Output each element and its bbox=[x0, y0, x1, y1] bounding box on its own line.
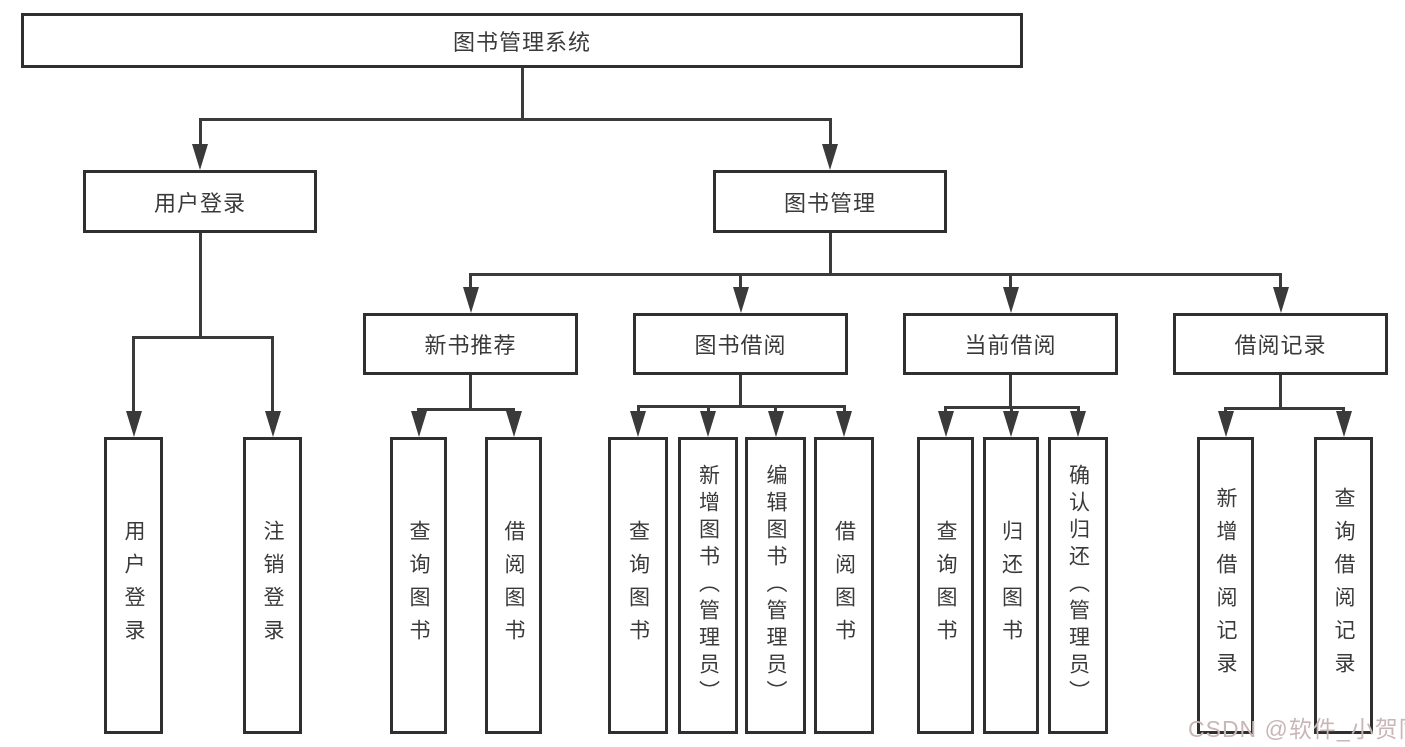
node-br-add: 新增借阅记录 bbox=[1197, 437, 1254, 734]
node-bb-borrow: 借阅图书 bbox=[814, 437, 874, 734]
node-borrow-records: 借阅记录 bbox=[1173, 313, 1388, 375]
node-label-nb-borrow: 借阅图书 bbox=[502, 519, 525, 652]
node-label-current-borrow: 当前借阅 bbox=[964, 333, 1057, 358]
node-label-bb-borrow: 借阅图书 bbox=[832, 519, 856, 652]
arrowhead-icon-br-query bbox=[1335, 411, 1352, 437]
node-label-leaf-user-login: 用户登录 bbox=[122, 519, 145, 652]
connector-drop-new-book-rec bbox=[469, 273, 472, 295]
node-label-br-add: 新增借阅记录 bbox=[1214, 486, 1237, 685]
node-cb-query: 查询图书 bbox=[917, 437, 974, 734]
connector-bar-new-book-rec bbox=[417, 408, 515, 411]
node-label-bb-edit: 编辑图书（管理员） bbox=[764, 464, 787, 707]
node-nb-borrow: 借阅图书 bbox=[485, 437, 542, 734]
arrowhead-icon-bb-borrow bbox=[836, 411, 852, 437]
connector-bar-borrow-records bbox=[1224, 407, 1345, 410]
node-label-leaf-logout: 注销登录 bbox=[261, 519, 284, 652]
node-book-mgmt: 图书管理 bbox=[713, 170, 947, 233]
arrowhead-icon-borrow-records bbox=[1272, 287, 1289, 313]
connector-trunk-user-login bbox=[198, 233, 202, 339]
node-leaf-user-login: 用户登录 bbox=[104, 437, 163, 734]
node-label-cb-query: 查询图书 bbox=[934, 519, 957, 652]
node-label-borrow-records: 借阅记录 bbox=[1234, 333, 1327, 358]
node-label-nb-query: 查询图书 bbox=[407, 519, 430, 652]
connector-drop-book-mgmt bbox=[828, 118, 832, 152]
node-new-book-rec: 新书推荐 bbox=[363, 313, 578, 375]
node-label-br-query: 查询借阅记录 bbox=[1332, 486, 1355, 685]
connector-bar-book-borrow bbox=[636, 405, 846, 408]
connector-drop-leaf-user-login bbox=[132, 336, 135, 419]
connector-drop-leaf-logout bbox=[271, 336, 274, 419]
connector-bar-root bbox=[198, 118, 832, 121]
node-book-borrow: 图书借阅 bbox=[633, 313, 848, 375]
node-root: 图书管理系统 bbox=[21, 13, 1023, 68]
connector-trunk-current-borrow bbox=[1009, 375, 1012, 409]
node-nb-query: 查询图书 bbox=[390, 437, 447, 734]
connector-trunk-new-book-rec bbox=[469, 375, 472, 411]
arrowhead-icon-leaf-logout bbox=[264, 411, 281, 437]
node-label-book-mgmt: 图书管理 bbox=[783, 190, 876, 216]
connector-bar-user-login bbox=[132, 336, 274, 339]
node-user-login: 用户登录 bbox=[83, 170, 317, 233]
node-label-bb-query: 查询图书 bbox=[626, 519, 650, 652]
arrowhead-icon-book-borrow bbox=[732, 287, 749, 313]
connector-drop-book-borrow bbox=[739, 273, 742, 295]
arrowhead-icon-bb-edit bbox=[767, 411, 784, 437]
connector-drop-borrow-records bbox=[1279, 273, 1282, 295]
node-label-user-login: 用户登录 bbox=[153, 190, 246, 216]
connector-trunk-borrow-records bbox=[1279, 375, 1282, 410]
node-br-query: 查询借阅记录 bbox=[1314, 437, 1373, 734]
connector-trunk-book-borrow bbox=[739, 375, 742, 408]
arrowhead-icon-bb-query bbox=[630, 411, 646, 437]
arrowhead-icon-book-mgmt bbox=[822, 144, 838, 170]
arrowhead-icon-cb-query bbox=[937, 411, 954, 437]
node-label-book-borrow: 图书借阅 bbox=[694, 333, 787, 358]
node-cb-return: 归还图书 bbox=[983, 437, 1039, 734]
arrowhead-icon-cb-confirm bbox=[1070, 411, 1086, 437]
connector-bar-book-mgmt bbox=[469, 273, 1282, 276]
arrowhead-icon-leaf-user-login bbox=[125, 411, 142, 437]
node-leaf-logout: 注销登录 bbox=[243, 437, 302, 734]
node-label-root: 图书管理系统 bbox=[452, 29, 591, 55]
arrowhead-icon-cb-return bbox=[1003, 411, 1019, 437]
node-cb-confirm: 确认归还（管理员） bbox=[1048, 437, 1108, 734]
node-label-cb-confirm: 确认归还（管理员） bbox=[1066, 464, 1090, 707]
arrowhead-icon-br-add bbox=[1217, 411, 1234, 437]
arrowhead-icon-nb-borrow bbox=[505, 411, 522, 437]
arrowhead-icon-nb-query bbox=[410, 411, 427, 437]
connector-trunk-root bbox=[520, 68, 524, 121]
node-label-new-book-rec: 新书推荐 bbox=[424, 333, 517, 358]
node-label-bb-add: 新增图书（管理员） bbox=[696, 464, 720, 707]
node-label-cb-return: 归还图书 bbox=[999, 519, 1023, 652]
node-bb-add: 新增图书（管理员） bbox=[678, 437, 738, 734]
arrowhead-icon-new-book-rec bbox=[462, 287, 479, 313]
arrowhead-icon-current-borrow bbox=[1002, 287, 1019, 313]
connector-drop-user-login bbox=[198, 118, 202, 152]
node-bb-query: 查询图书 bbox=[608, 437, 668, 734]
node-bb-edit: 编辑图书（管理员） bbox=[745, 437, 806, 734]
node-current-borrow: 当前借阅 bbox=[903, 313, 1118, 375]
connector-drop-current-borrow bbox=[1009, 273, 1012, 295]
arrowhead-icon-user-login bbox=[192, 144, 208, 170]
arrowhead-icon-bb-add bbox=[700, 411, 716, 437]
connector-trunk-book-mgmt bbox=[828, 233, 832, 276]
